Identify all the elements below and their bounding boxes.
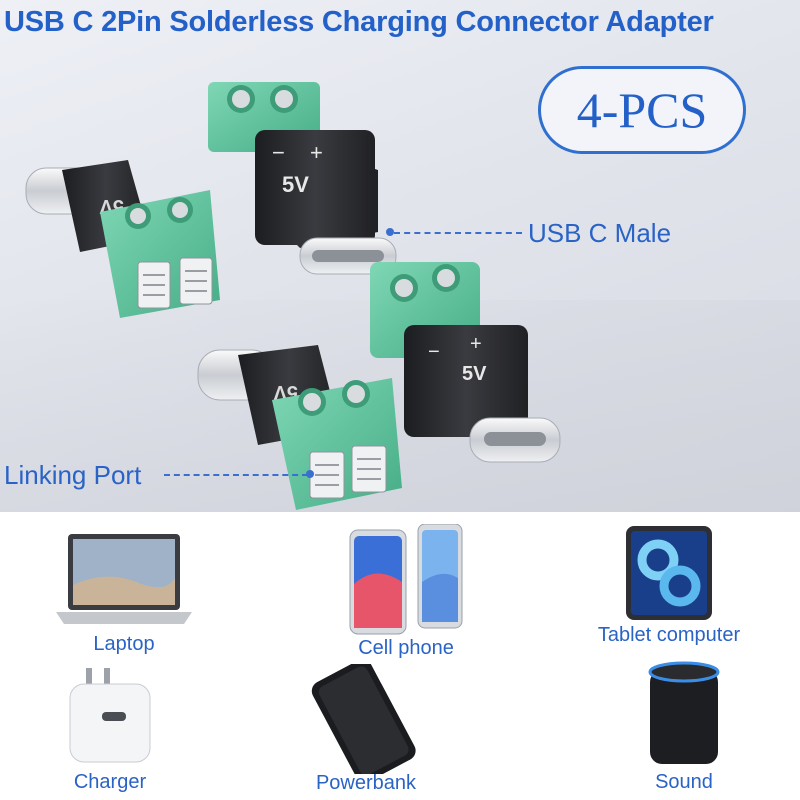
svg-text:+: + xyxy=(470,333,482,355)
device-label-sound: Sound xyxy=(655,771,713,793)
linking-port-leader-line xyxy=(164,474,308,476)
device-label-laptop: Laptop xyxy=(93,633,155,655)
connector-vertical-top: − + 5V xyxy=(208,82,397,275)
device-label-tablet: Tablet computer xyxy=(597,624,741,646)
minus-mark: − xyxy=(272,140,285,165)
linking-port-pointer-dot xyxy=(306,470,314,478)
usb-c-male-label: USB C Male xyxy=(528,218,672,248)
svg-text:5V: 5V xyxy=(462,363,487,385)
charger-icon xyxy=(69,668,151,763)
device-label-powerbank: Powerbank xyxy=(315,772,417,794)
plus-mark: + xyxy=(310,140,323,165)
device-label-cell-phone: Cell phone xyxy=(358,637,454,659)
svg-text:−: − xyxy=(428,341,440,363)
connector-horizontal-bottom: 5V xyxy=(197,345,402,510)
powerbank-icon xyxy=(311,664,416,774)
voltage-mark: 5V xyxy=(282,172,309,197)
linking-port-label: Linking Port xyxy=(4,460,142,490)
device-label-charger: Charger xyxy=(73,771,147,793)
usb-c-male-leader-line xyxy=(394,232,522,234)
speaker-icon xyxy=(648,661,720,764)
quantity-badge: 4-PCS xyxy=(538,66,746,154)
cell-phone-icon xyxy=(349,524,463,635)
connector-vertical-right: − + 5V xyxy=(370,262,561,463)
laptop-icon xyxy=(56,534,192,624)
tablet-icon xyxy=(626,526,712,620)
usb-c-male-pointer-dot xyxy=(386,228,394,236)
page-title: USB C 2Pin Solderless Charging Connector… xyxy=(4,6,714,38)
connector-illustrations: − + 5V 5V − + 5V 5V xyxy=(25,82,561,510)
connector-horizontal-left: 5V xyxy=(25,160,220,318)
